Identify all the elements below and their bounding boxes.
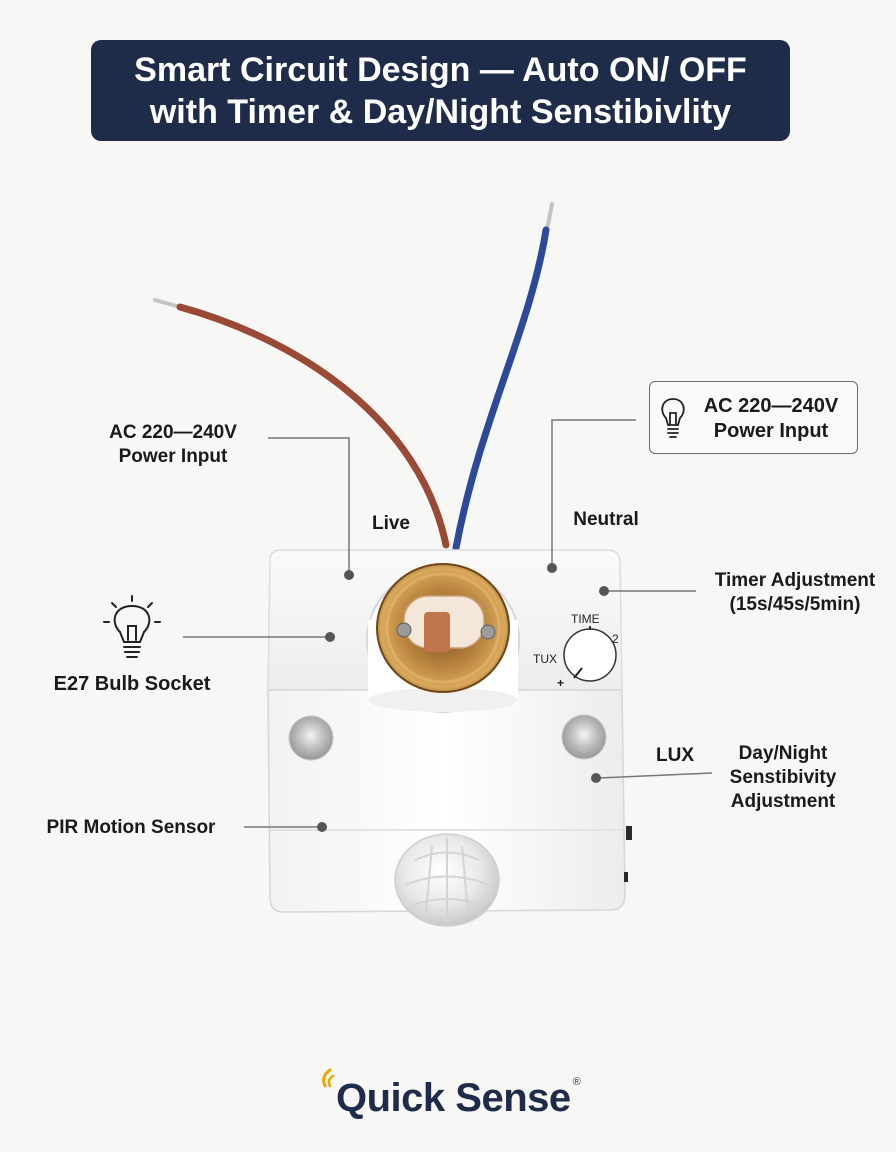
day-night-label: Day/Night Senstibivity Adjustment — [712, 742, 854, 814]
power-input-box-line-1: AC 220—240V — [703, 395, 839, 417]
dial-two-text: 2 — [612, 632, 619, 646]
day-night-line-3: Adjustment — [730, 791, 836, 812]
lightbulb-icon — [661, 398, 685, 438]
live-label: Live — [371, 513, 411, 534]
left-sensor-hole — [288, 715, 334, 761]
lightbulb-icon — [103, 595, 161, 658]
dial-plus-text: + — [557, 676, 565, 690]
brand-logo: Quick Sense ® — [320, 1068, 581, 1128]
power-input-callout-text: AC 220—240V Power Input — [686, 394, 856, 444]
power-input-callout: AC 220—240V Power Input — [649, 381, 858, 454]
timer-dial[interactable] — [563, 626, 617, 682]
brand-name: Quick Sense — [336, 1076, 571, 1120]
lux-label: LUX — [656, 745, 694, 766]
brand-registered-mark: ® — [572, 1076, 581, 1088]
title-line-2: with Timer & Day/Night Senstibivlity — [149, 92, 732, 131]
leader-lines — [183, 419, 713, 828]
live-wire — [153, 298, 450, 549]
pir-lens — [394, 833, 500, 927]
bulb-socket-label: E27 Bulb Socket — [53, 673, 211, 695]
timer-line-1: Timer Adjustment — [714, 570, 876, 591]
power-input-left-line-2: Power Input — [118, 446, 228, 467]
title-line-1: Smart Circuit Design — Auto ON/ OFF — [134, 50, 747, 89]
power-input-left-line-1: AC 220—240V — [109, 422, 237, 443]
pir-label: PIR Motion Sensor — [46, 817, 216, 838]
quick-sense-logo-icon — [322, 1068, 335, 1088]
day-night-line-1: Day/Night — [738, 743, 828, 764]
power-input-box-line-2: Power Input — [713, 420, 829, 442]
dial-time-text: TIME — [571, 612, 600, 626]
lux-knob[interactable] — [561, 714, 607, 760]
e27-socket — [366, 563, 520, 713]
day-night-line-2: Senstibivity — [729, 767, 837, 788]
timer-line-2: (15s/45s/5min) — [729, 594, 861, 615]
title-banner: Smart Circuit Design — Auto ON/ OFF with… — [91, 40, 790, 141]
neutral-wire — [452, 202, 554, 552]
leader-dots — [317, 563, 609, 832]
timer-label: Timer Adjustment (15s/45s/5min) — [700, 569, 890, 617]
neutral-label: Neutral — [573, 509, 639, 530]
power-input-left-label: AC 220—240V Power Input — [98, 421, 248, 469]
dial-tux-text: TUX — [533, 652, 557, 666]
